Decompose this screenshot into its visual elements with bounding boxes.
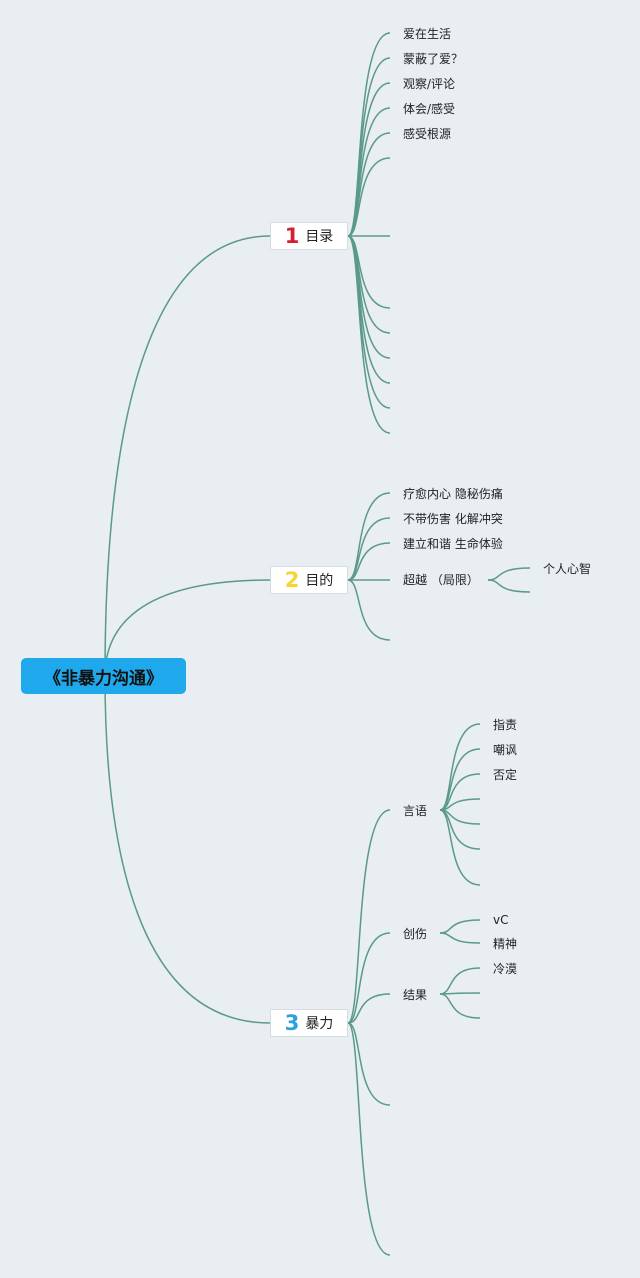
topic-node-directory[interactable]: 1 目录 bbox=[270, 222, 348, 250]
leaf-node[interactable]: 蒙蔽了爱？ bbox=[403, 52, 464, 66]
leaf-node[interactable]: 爱在生活 bbox=[403, 27, 452, 41]
connector-line bbox=[347, 579, 391, 641]
connector-line bbox=[347, 235, 391, 434]
leaf-node[interactable]: 体会/感受 bbox=[403, 102, 456, 116]
leaf-node[interactable]: 精神 bbox=[493, 937, 518, 951]
leaf-node[interactable]: 疗愈内心 隐秘伤痛 bbox=[403, 487, 503, 501]
connector-line bbox=[439, 919, 481, 934]
leaf-node[interactable]: 言语 bbox=[403, 804, 428, 818]
connector-line bbox=[347, 492, 391, 581]
leaf-node[interactable]: 建立和谐 生命体验 bbox=[403, 537, 503, 551]
leaf-node[interactable]: 指责 bbox=[493, 718, 518, 732]
leaf-node[interactable]: 观察/评论 bbox=[403, 77, 456, 91]
leaf-node[interactable]: 超越 （局限） bbox=[403, 573, 479, 587]
connector-line bbox=[347, 517, 391, 581]
topic-node-purpose[interactable]: 2 目的 bbox=[270, 566, 348, 594]
leaf-node[interactable]: 创伤 bbox=[403, 927, 428, 941]
connector-line bbox=[439, 748, 481, 811]
connector-line bbox=[104, 675, 271, 1024]
connector-line bbox=[347, 157, 391, 237]
connector-line bbox=[347, 993, 391, 1024]
connector-line bbox=[439, 967, 481, 995]
topic-node-violence[interactable]: 3 暴力 bbox=[270, 1009, 348, 1037]
leaf-node[interactable]: 个人心智 bbox=[543, 562, 592, 576]
root-node[interactable]: 《非暴力沟通》 bbox=[21, 658, 186, 694]
connector-line bbox=[347, 542, 391, 581]
leaf-node[interactable]: 感受根源 bbox=[403, 127, 452, 141]
connector-line bbox=[439, 809, 481, 886]
topic-label: 暴力 bbox=[305, 1016, 334, 1032]
topic-number: 2 bbox=[284, 567, 300, 592]
connector-line bbox=[347, 1022, 391, 1256]
connector-line bbox=[439, 992, 481, 995]
connector-line bbox=[439, 723, 481, 811]
connector-line bbox=[347, 932, 391, 1024]
connector-line bbox=[439, 932, 481, 944]
leaf-node[interactable]: 不带伤害 化解冲突 bbox=[403, 512, 503, 526]
leaf-node[interactable]: 冷漠 bbox=[493, 962, 518, 976]
topic-label: 目的 bbox=[305, 573, 334, 589]
connector-line bbox=[439, 993, 481, 1019]
connector-lines bbox=[104, 32, 531, 1256]
connector-line bbox=[104, 235, 271, 677]
connector-line bbox=[347, 809, 391, 1024]
topic-number: 1 bbox=[284, 223, 300, 248]
connector-line bbox=[347, 1022, 391, 1106]
leaf-node[interactable]: vC bbox=[493, 913, 509, 927]
topic-number: 3 bbox=[284, 1010, 300, 1035]
connector-line bbox=[347, 235, 391, 409]
leaf-node[interactable]: 结果 bbox=[403, 988, 428, 1002]
topic-label: 目录 bbox=[305, 229, 334, 245]
leaf-node[interactable]: 嘲讽 bbox=[493, 743, 518, 757]
connector-line bbox=[487, 579, 531, 593]
connector-line bbox=[487, 567, 531, 581]
leaf-node[interactable]: 否定 bbox=[493, 768, 518, 782]
